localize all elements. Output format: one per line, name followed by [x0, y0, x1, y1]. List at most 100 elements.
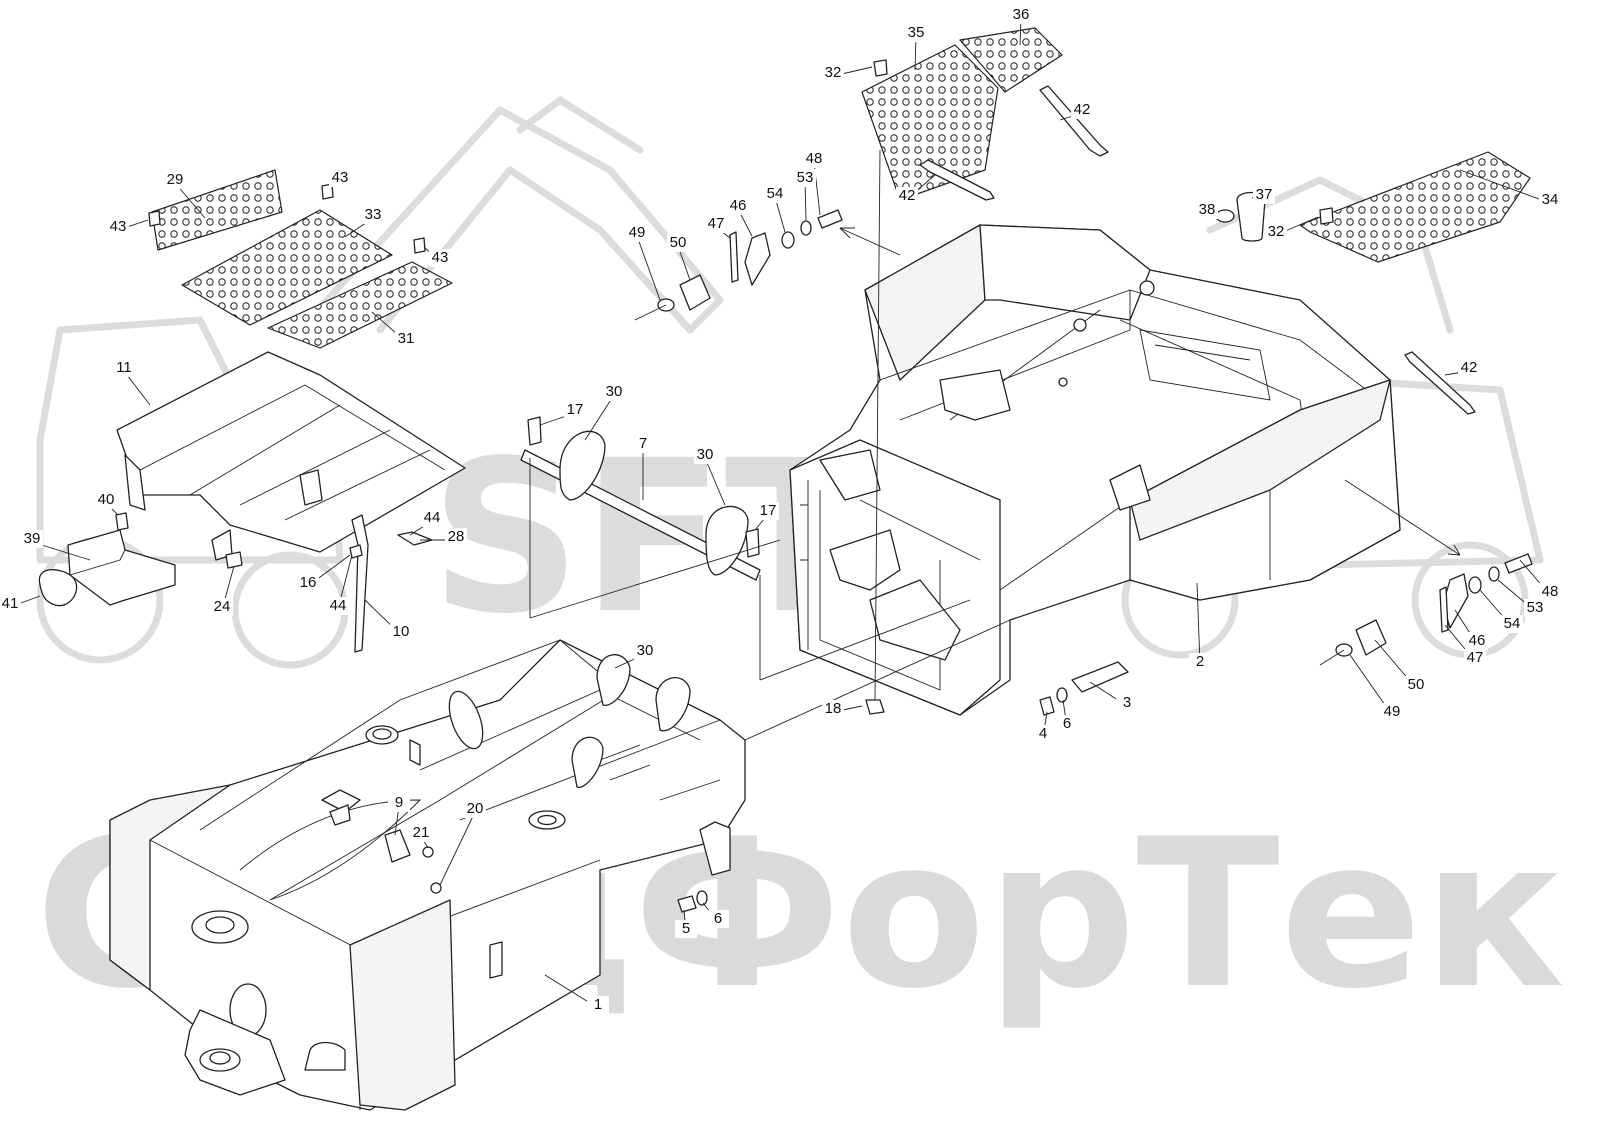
callout-label-c4: 4 [1039, 725, 1047, 742]
callout-label-bg-c41 [0, 595, 21, 613]
callout-label-c2: 2 [1196, 653, 1204, 670]
arrow-head-upper [839, 227, 855, 239]
callout-label-bg-c53a [794, 169, 816, 187]
callout-label-c32b: 32 [1268, 223, 1285, 240]
assembly-lines [529, 149, 1461, 741]
part-bolt-17b [745, 528, 760, 558]
part-nut-53a [800, 220, 812, 236]
callout-leader-c20 [439, 811, 476, 886]
callout-leader-c2 [1196, 582, 1201, 666]
callout-label-c30b: 30 [697, 446, 714, 463]
callout-label-bg-c31 [395, 330, 417, 348]
callout-label-bg-c28 [445, 528, 467, 546]
callout-label-bg-c30a [603, 383, 625, 401]
part-bolt-32b [1319, 207, 1334, 225]
callout-label-c40: 40 [98, 491, 115, 508]
callout-label-c34: 34 [1542, 191, 1559, 208]
part-step-plate-34 [1299, 151, 1531, 263]
callout-label-c30c: 30 [637, 642, 654, 659]
callout-label-c50a: 50 [670, 234, 687, 251]
part-bolt-48b [1504, 553, 1533, 574]
part-gas-strut-b [919, 159, 995, 201]
part-nut-53b [1488, 566, 1500, 582]
callout-label-c42c: 42 [1461, 359, 1478, 376]
callout-label-c37: 37 [1256, 186, 1273, 203]
part-step-plate-31 [267, 261, 453, 349]
part-bolt-28 [397, 531, 433, 546]
callout-label-bg-c46a [727, 197, 749, 215]
part-step-plate-36 [959, 27, 1063, 93]
callout-label-bg-c47a [705, 215, 727, 233]
part-step-plate-29 [151, 169, 283, 251]
callout-label-c43a: 43 [110, 218, 127, 235]
part-fastener-16 [349, 544, 363, 559]
callout-label-bg-c50a [667, 234, 689, 252]
callout-label-c39: 39 [24, 530, 41, 547]
callout-label-bg-c43c [429, 249, 451, 267]
callout-label-c33: 33 [365, 206, 382, 223]
part-washer-54b [1468, 576, 1482, 594]
callout-label-c7: 7 [639, 435, 647, 452]
callout-label-bg-c4 [1032, 725, 1054, 743]
part-bolt-24 [225, 551, 243, 569]
callout-label-c48a: 48 [806, 150, 823, 167]
callout-label-bg-c3 [1116, 694, 1138, 712]
callout-label-c24: 24 [214, 598, 231, 615]
callout-label-c50b: 50 [1408, 676, 1425, 693]
callout-label-bg-c11 [113, 359, 135, 377]
watermark-excavator-arm [516, 96, 644, 154]
part-bolt-48a [817, 209, 843, 229]
callout-label-c44b: 44 [330, 597, 347, 614]
part-u-bolt-30d [655, 677, 691, 732]
callout-label-c54b: 54 [1504, 615, 1521, 632]
callout-label-bg-c35 [905, 24, 927, 42]
callout-label-c31: 31 [398, 330, 415, 347]
callout-label-c53b: 53 [1527, 599, 1544, 616]
callout-label-c11: 11 [116, 359, 132, 376]
watermark-excavator-shape [296, 106, 724, 334]
callout-leader-c53a [804, 180, 807, 221]
callout-label-c49b: 49 [1384, 703, 1401, 720]
callout-label-bg-c5 [675, 920, 697, 938]
part-washer-6a [696, 890, 708, 906]
part-bolt-17a [527, 416, 542, 446]
callout-label-c48b: 48 [1542, 583, 1559, 600]
callout-label-c18: 18 [825, 700, 842, 717]
callout-label-bg-c42a [1071, 101, 1093, 119]
part-latch-46a [744, 232, 771, 286]
callout-label-bg-c20 [464, 800, 486, 818]
callout-label-bg-c16 [297, 574, 319, 592]
callout-label-c16: 16 [300, 574, 317, 591]
callout-leader-c49a [636, 235, 661, 301]
part-pin-37 [1236, 191, 1266, 242]
callout-label-bg-c49b [1381, 703, 1403, 721]
part-u-bolt-30e [571, 736, 604, 788]
part-bolt-3 [1071, 661, 1129, 693]
callout-label-bg-c53b [1524, 599, 1546, 617]
part-gas-strut-a [1039, 85, 1109, 157]
part-u-bolt-30b [705, 505, 749, 576]
callout-leader-c34 [1459, 169, 1551, 204]
part-fastener-21 [422, 846, 434, 858]
callout-label-bg-c46b [1466, 632, 1488, 650]
callout-label-c53a: 53 [797, 169, 814, 186]
callout-label-c44a: 44 [424, 509, 441, 526]
part-sleeve-4 [1039, 696, 1055, 716]
callout-label-c9: 9 [395, 794, 403, 811]
callout-label-bg-c48a [803, 150, 825, 168]
part-gas-strut-c [1404, 351, 1476, 415]
callout-label-c42b: 42 [899, 187, 916, 204]
callout-label-bg-c54a [764, 185, 786, 203]
callout-label-bg-c42c [1458, 359, 1480, 377]
part-washer-6b [1056, 687, 1068, 703]
callout-label-c30a: 30 [606, 383, 623, 400]
callout-label-bg-c42b [896, 187, 918, 205]
callout-label-bg-c30c [634, 642, 656, 660]
callout-label-bg-c24 [211, 598, 233, 616]
callout-label-c49a: 49 [629, 224, 646, 241]
callout-leader-c30a [584, 394, 615, 441]
callout-label-bg-c40 [95, 491, 117, 509]
callout-label-bg-c38 [1196, 201, 1218, 219]
